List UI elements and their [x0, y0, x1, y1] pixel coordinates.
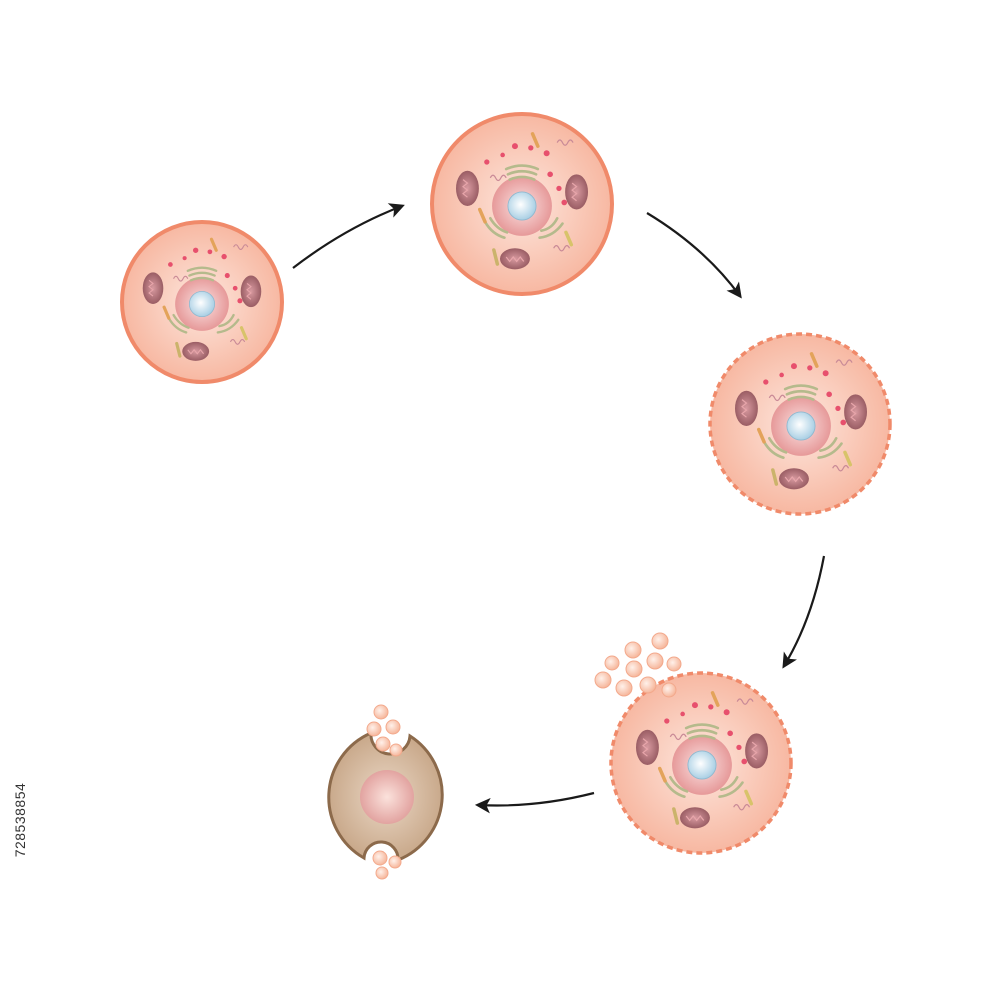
cell-stage-2: [430, 112, 614, 296]
vesicle-cluster: [594, 632, 682, 698]
stock-id-text: 728538854: [12, 782, 28, 858]
dead-cell: [327, 704, 444, 880]
arrow-stage-4-to-dead: [474, 791, 595, 814]
cell-stage-3: [708, 332, 892, 516]
arrow-stage-1-to-2: [292, 203, 405, 269]
stock-id-label: 728538854: [10, 760, 30, 880]
arrow-stage-2-to-3: [646, 212, 742, 299]
apoptotic-bodies-bottom: [372, 850, 402, 880]
cell-stage-1: [120, 220, 284, 384]
arrow-stage-3-to-4: [782, 555, 826, 669]
arrows: [292, 203, 826, 814]
apoptotic-bodies-top: [366, 704, 403, 757]
cell-stage-4: [594, 632, 793, 855]
